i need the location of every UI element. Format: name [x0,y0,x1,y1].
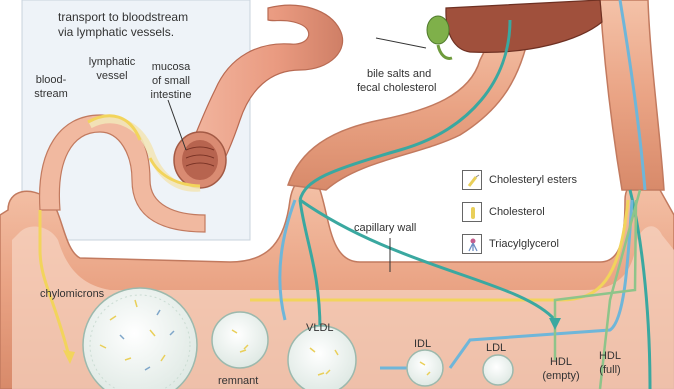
legend-label: Cholesterol [489,206,545,218]
cholesterol-icon [462,202,482,222]
legend-label: Triacylglycerol [489,238,559,250]
label-mucosa-1: mucosa [138,61,204,74]
label-mucosa-3: intestine [138,89,204,102]
bile-leader [376,38,426,48]
label-mucosa-2: of small [138,75,204,88]
legend-item-triacylglycerol: Triacylglycerol [462,234,559,254]
label-bile-2: fecal cholesterol [357,82,437,95]
legend-item-cholesteryl-esters: Cholesteryl esters [462,170,577,190]
label-ldl: LDL [486,342,506,355]
legend-label: Cholesteryl esters [489,174,577,186]
label-vldl: VLDL [306,322,334,335]
inset-caption-line1: transport to bloodstream [58,11,188,24]
label-bile-1: bile salts and [367,68,431,81]
label-hdl-empty-1: HDL [536,356,586,369]
label-bloodstream-2: stream [28,88,74,101]
label-chylomicrons: chylomicrons [40,288,104,301]
label-capillary-wall: capillary wall [354,222,416,235]
vldl-particle [288,326,356,389]
label-hdl-full-1: HDL [590,350,630,363]
idl-particle [407,350,443,386]
cholesteryl-ester-icon [462,170,482,190]
label-remnant: remnant [218,375,258,388]
label-lymphatic-1: lymphatic [82,56,142,69]
label-idl: IDL [414,338,431,351]
remnant-particle [212,312,268,368]
label-hdl-full-2: (full) [590,364,630,377]
triacylglycerol-icon [462,234,482,254]
legend-item-cholesterol: Cholesterol [462,202,545,222]
liver [446,0,602,52]
label-lymphatic-2: vessel [82,70,142,83]
inset-caption-line2: via lymphatic vessels. [58,26,174,39]
vessel-right-branch [600,0,664,190]
label-hdl-empty-2: (empty) [536,370,586,383]
ldl-particle [483,355,513,385]
label-bloodstream-1: blood- [28,74,74,87]
